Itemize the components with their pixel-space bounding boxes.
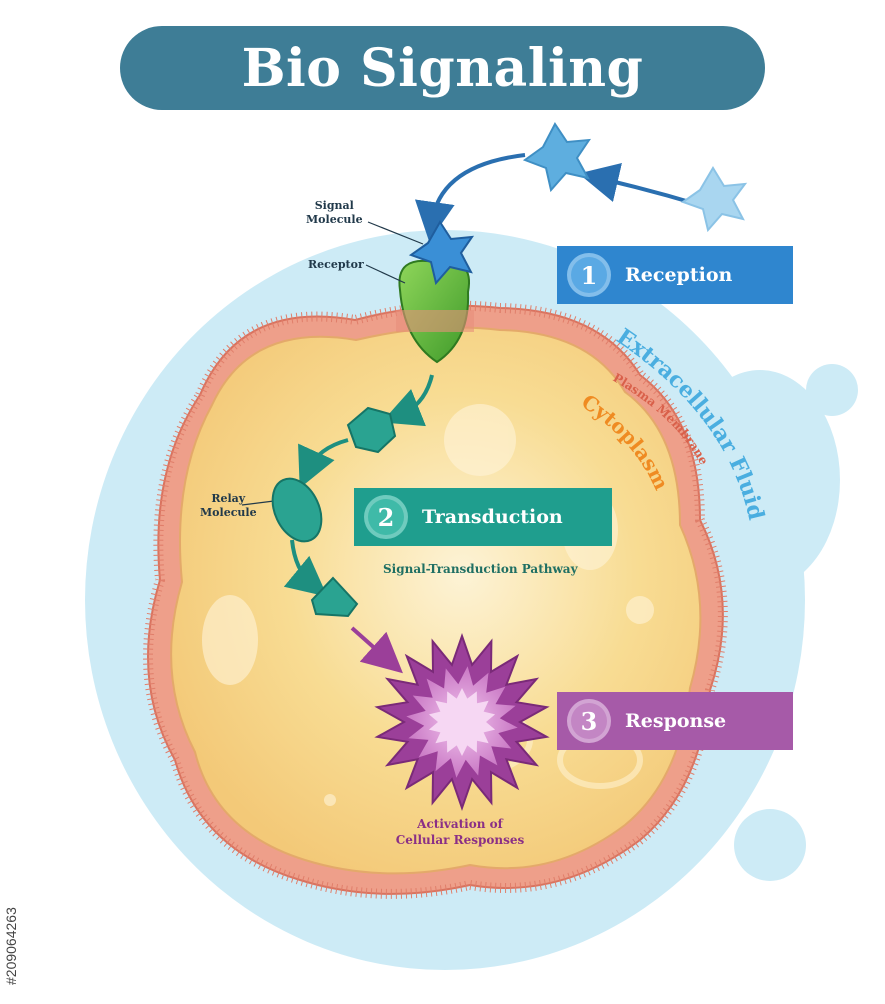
- response-burst: [374, 632, 550, 812]
- step-label-reception: Reception: [625, 264, 733, 286]
- leader-signal: [367, 221, 424, 245]
- step-number-3: 3: [567, 699, 611, 743]
- step-reception: 1 Reception: [557, 246, 793, 304]
- relay-arrow-3: [283, 539, 328, 597]
- page-title: Bio Signaling: [120, 26, 765, 110]
- relay-molecule-tri: [310, 576, 359, 618]
- stock-id-text: #209064263: [3, 907, 19, 985]
- step-number-2: 2: [364, 495, 408, 539]
- signal-pathway-label: Signal-Transduction Pathway: [383, 562, 578, 576]
- relay-arrow-2: [298, 438, 349, 489]
- activation-line-2: Cellular Responses: [395, 833, 525, 847]
- stock-id: #209064263: [3, 755, 23, 985]
- relay-molecule-line-1: Relay: [211, 492, 246, 505]
- receptor: [396, 259, 474, 364]
- signal-star-faded: [680, 166, 748, 233]
- signal-star-bound: [408, 220, 475, 286]
- signal-molecule-label: Signal Molecule: [306, 199, 363, 227]
- step-response: 3 Response: [557, 692, 793, 750]
- relay-molecule-hex: [346, 406, 397, 454]
- response-arrow: [350, 626, 403, 674]
- receptor-label: Receptor: [308, 258, 364, 271]
- signal-molecule-line-2: Molecule: [306, 213, 363, 226]
- signal-arrow-2: [414, 153, 526, 242]
- activation-line-1: Activation of: [417, 817, 503, 831]
- leader-receptor: [365, 264, 406, 284]
- relay-arrow-1: [381, 374, 434, 427]
- relay-molecule-line-2: Molecule: [200, 506, 257, 519]
- step-transduction: 2 Transduction: [354, 488, 612, 546]
- step-label-transduction: Transduction: [422, 506, 563, 528]
- signal-molecule-line-1: Signal: [314, 199, 354, 212]
- relay-molecule-label: Relay Molecule: [200, 492, 257, 520]
- relay-molecule-oval: [271, 477, 323, 543]
- activation-label: Activation of Cellular Responses: [370, 816, 550, 848]
- step-label-response: Response: [625, 710, 727, 732]
- signal-star-mid: [522, 122, 591, 193]
- step-number-1: 1: [567, 253, 611, 297]
